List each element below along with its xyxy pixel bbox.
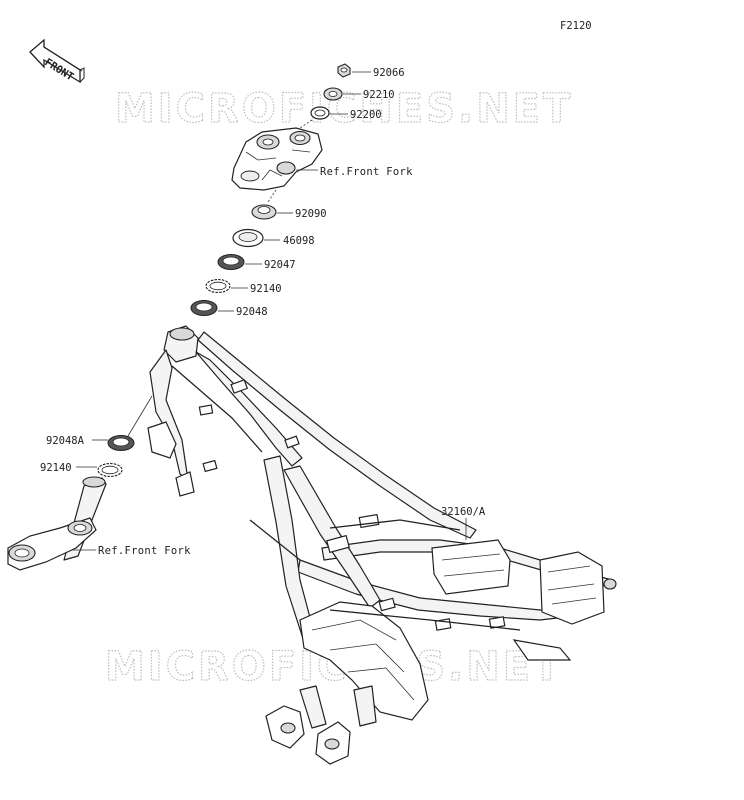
stem-nut-92090 <box>251 204 277 220</box>
callout-92047: 92047 <box>264 259 296 271</box>
front-direction-arrow-icon: FRONT <box>29 38 85 83</box>
washer-92210 <box>323 87 343 101</box>
callout-92048: 92048 <box>236 306 268 318</box>
steering-stem-lower-clamp <box>7 476 107 571</box>
ball-bearing-92140-upper <box>205 278 231 294</box>
callout-92140-upper: 92140 <box>250 283 282 295</box>
watermark-top: MICROFICHES.NET <box>115 86 573 132</box>
callout-92048A: 92048A <box>46 435 85 447</box>
ref-front-fork-upper: Ref.Front Fork <box>320 166 413 178</box>
callout-92090: 92090 <box>295 208 327 220</box>
callout-32160A: 32160/A <box>441 506 486 518</box>
callout-46098: 46098 <box>283 235 315 247</box>
nut-92066 <box>337 63 351 78</box>
cap-46098 <box>232 228 264 248</box>
race-92048 <box>190 300 218 316</box>
callout-92210: 92210 <box>363 89 395 101</box>
upper-triple-clamp <box>231 127 323 191</box>
main-frame-32160A <box>147 325 617 765</box>
washer-92200 <box>310 106 330 120</box>
figure-code: F2120 <box>560 20 592 32</box>
race-92047 <box>217 254 245 270</box>
ball-bearing-92140-lower <box>97 462 123 478</box>
callout-92200: 92200 <box>350 109 382 121</box>
ref-front-fork-lower: Ref.Front Fork <box>98 545 191 557</box>
callout-92140-lower: 92140 <box>40 462 72 474</box>
callout-92066: 92066 <box>373 67 405 79</box>
race-92048A <box>107 435 135 451</box>
